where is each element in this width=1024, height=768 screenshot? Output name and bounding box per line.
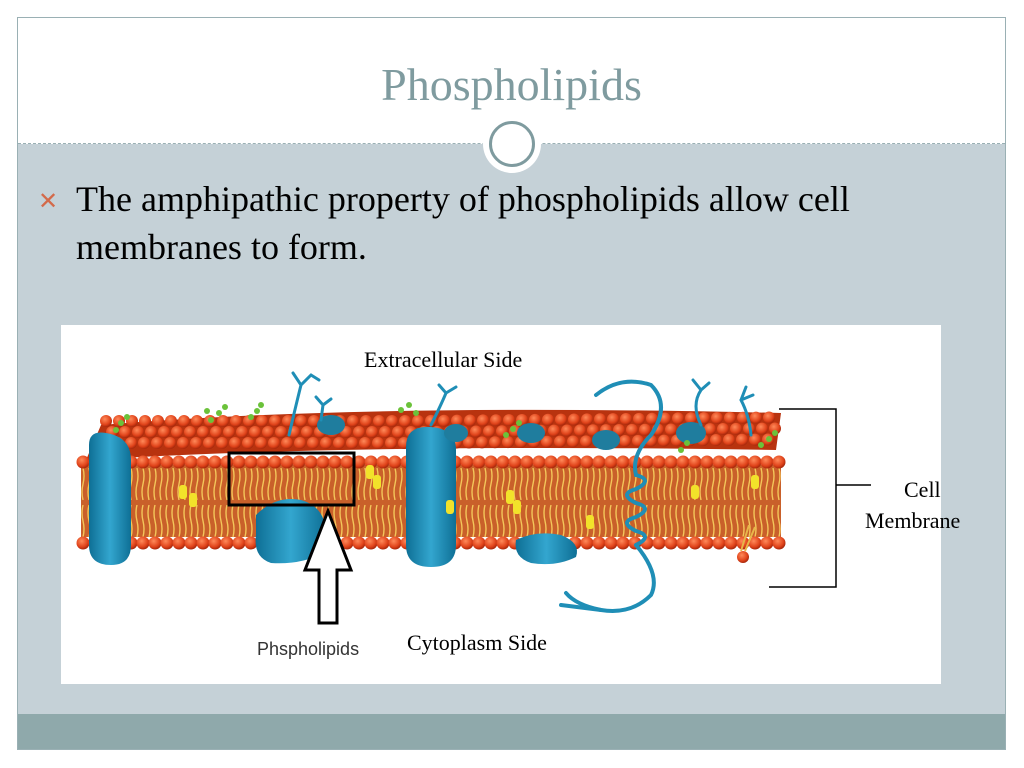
footer-bar (18, 714, 1005, 749)
slide-header: Phospholipids (18, 18, 1005, 173)
phospholipid-highlight-box (227, 451, 356, 507)
surface-protein (592, 430, 620, 450)
divider-circle-ornament (483, 115, 541, 173)
slide-title: Phospholipids (381, 59, 642, 110)
cell-label: Cell (904, 477, 941, 502)
surface-protein (317, 415, 345, 435)
cell-membrane-illustration (76, 371, 871, 625)
green-glycan-chains (113, 402, 778, 453)
phospholipids-arrow-label: Phspholipids (257, 639, 360, 659)
peripheral-protein-bottom (515, 533, 577, 565)
membrane-bracket (769, 408, 837, 588)
slide: Phospholipids ✕ The amphipathic property… (17, 17, 1006, 750)
surface-protein (517, 423, 545, 443)
carbohydrate-chains (287, 371, 755, 437)
membrane-label: Membrane (865, 508, 961, 533)
surface-protein (676, 422, 706, 444)
arrow-up-icon (302, 506, 354, 625)
x-bullet-icon: ✕ (38, 187, 59, 215)
extracellular-side-label: Extracellular Side (364, 347, 523, 372)
peripheral-protein (255, 499, 326, 564)
helical-transmembrane-protein (559, 379, 663, 613)
membrane-proteins (89, 415, 706, 567)
cholesterol-molecules (179, 465, 759, 529)
single-phospholipid (737, 524, 756, 563)
surface-protein (444, 424, 468, 442)
circle-icon (489, 121, 535, 167)
channel-protein-center (406, 426, 456, 567)
channel-protein-left (89, 432, 131, 565)
membrane-figure: Extracellular Side Cytoplasm Side Cell M… (61, 325, 960, 684)
cytoplasm-side-label: Cytoplasm Side (407, 630, 547, 655)
bullet-text: The amphipathic property of phospholipid… (76, 179, 850, 267)
